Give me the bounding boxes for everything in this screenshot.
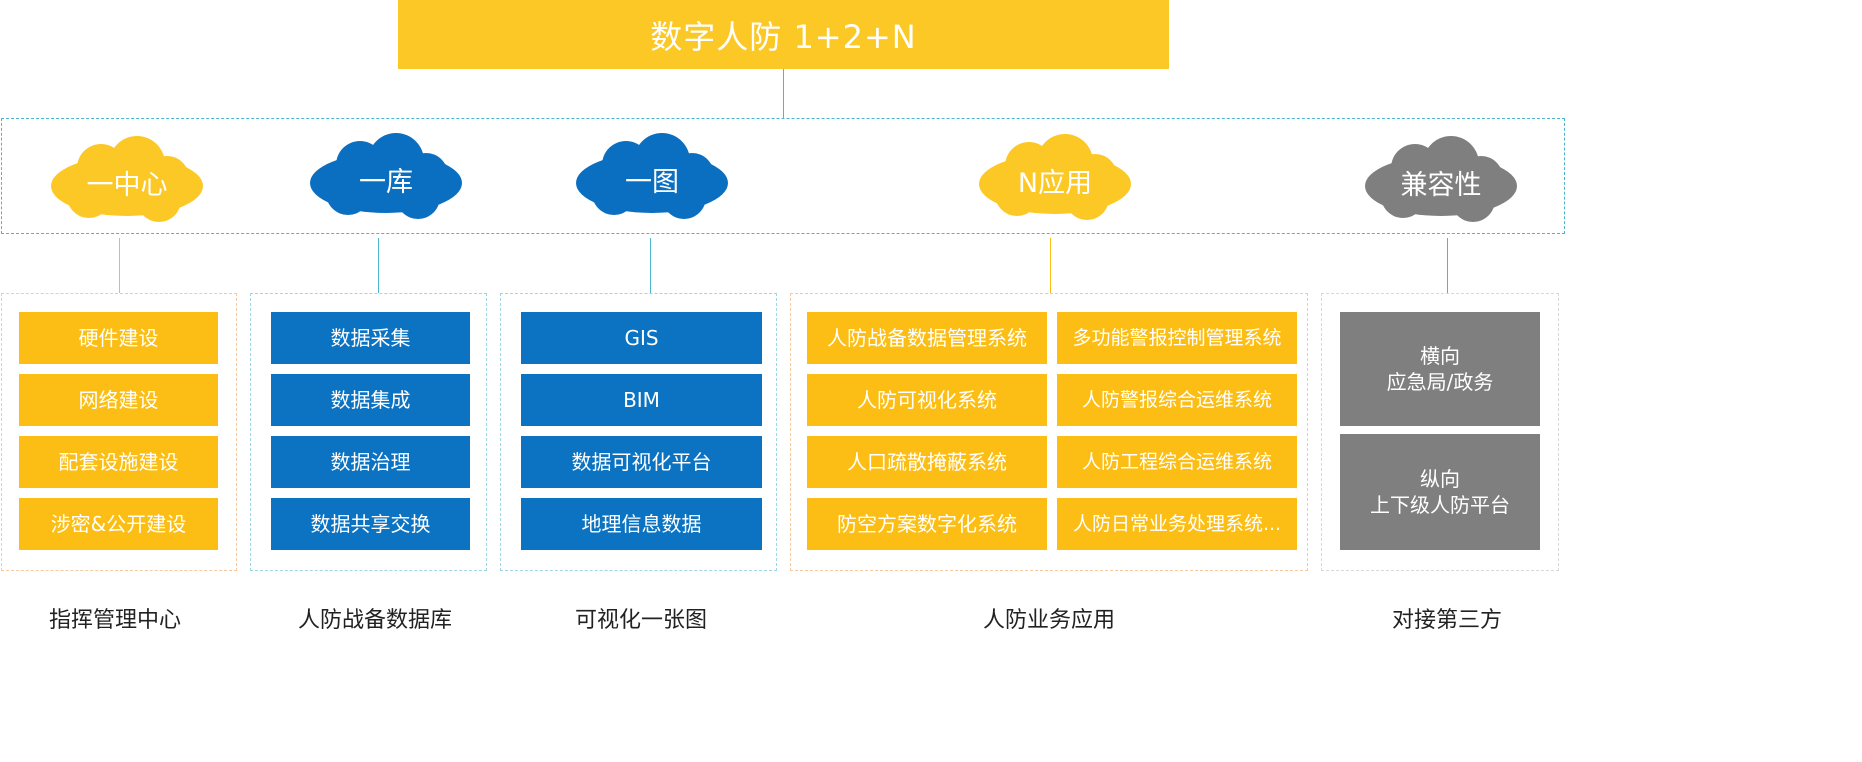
cloud-shape-icon — [310, 133, 462, 219]
connector-5 — [1447, 238, 1448, 293]
caption-third-party: 对接第三方 — [1391, 608, 1502, 633]
connector-1 — [119, 238, 120, 293]
item-app-right-3: 人防工程综合运维系统 — [1057, 436, 1297, 488]
item-bim: BIM — [521, 374, 762, 426]
item-app-left-2: 人防可视化系统 — [807, 374, 1047, 426]
item-app-right-2: 人防警报综合运维系统 — [1057, 374, 1297, 426]
item-data-govern: 数据治理 — [271, 436, 470, 488]
connector-2 — [378, 238, 379, 293]
item-app-right-4: 人防日常业务处理系统... — [1057, 498, 1297, 550]
item-app-right-1: 多功能警报控制管理系统 — [1057, 312, 1297, 364]
item-network: 网络建设 — [19, 374, 218, 426]
cloud-shape-icon — [1365, 136, 1517, 222]
group-third-party — [1321, 293, 1559, 571]
group-database — [250, 293, 487, 571]
item-facilities: 配套设施建设 — [19, 436, 218, 488]
cloud-database: 一库 — [308, 133, 464, 225]
cloud-label: 一库 — [359, 166, 413, 198]
item-data-share: 数据共享交换 — [271, 498, 470, 550]
caption-database: 人防战备数据库 — [297, 608, 452, 633]
group-visual-map — [500, 293, 777, 571]
cloud-center: 一中心 — [49, 136, 205, 228]
item-vertical-detail: 上下级人防平台 — [1370, 493, 1510, 517]
item-app-left-1: 人防战备数据管理系统 — [807, 312, 1047, 364]
item-app-left-3: 人口疏散掩蔽系统 — [807, 436, 1047, 488]
cloud-label: 一中心 — [86, 169, 168, 201]
cloud-map: 一图 — [574, 133, 730, 225]
item-visual-platform: 数据可视化平台 — [521, 436, 762, 488]
group-command-center — [1, 293, 237, 571]
cloud-label: 一图 — [625, 166, 679, 198]
concept-band — [1, 118, 1565, 234]
item-vertical-title: 纵向 — [1420, 467, 1460, 491]
item-vertical: 纵向 上下级人防平台 — [1340, 434, 1540, 550]
cloud-apps: N应用 — [977, 134, 1133, 226]
item-security: 涉密&公开建设 — [19, 498, 218, 550]
cloud-label: N应用 — [1017, 167, 1093, 199]
caption-visual-map: 可视化一张图 — [574, 608, 707, 633]
item-hardware: 硬件建设 — [19, 312, 218, 364]
item-app-left-4: 防空方案数字化系统 — [807, 498, 1047, 550]
diagram-title: 数字人防 1+2+N — [398, 0, 1169, 69]
connector-3 — [650, 238, 651, 293]
caption-business-apps: 人防业务应用 — [982, 608, 1115, 633]
item-horizontal-title: 横向 — [1420, 344, 1460, 368]
item-data-integrate: 数据集成 — [271, 374, 470, 426]
cloud-shape-icon — [576, 133, 728, 219]
cloud-compat: 兼容性 — [1363, 136, 1519, 228]
item-horizontal: 横向 应急局/政务 — [1340, 312, 1540, 426]
group-business-apps — [790, 293, 1308, 571]
caption-command-center: 指挥管理中心 — [48, 608, 181, 633]
item-gis: GIS — [521, 312, 762, 364]
cloud-shape-icon — [979, 134, 1131, 220]
title-connector — [783, 69, 784, 118]
item-geo-data: 地理信息数据 — [521, 498, 762, 550]
cloud-label: 兼容性 — [1400, 169, 1482, 201]
item-horizontal-detail: 应急局/政务 — [1386, 370, 1494, 394]
item-data-collect: 数据采集 — [271, 312, 470, 364]
connector-4 — [1050, 238, 1051, 293]
cloud-shape-icon — [51, 136, 203, 222]
